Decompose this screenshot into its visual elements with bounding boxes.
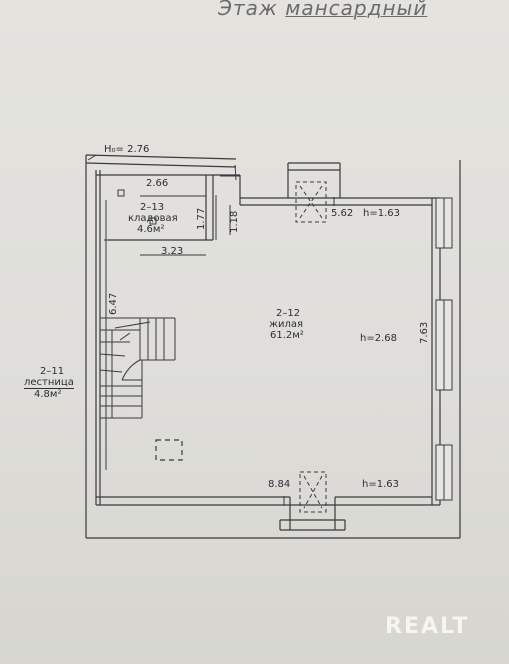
dim-884: 8.84 — [268, 479, 291, 490]
room-stairs-name: лестница — [24, 377, 74, 389]
outer-walls — [85, 154, 461, 539]
storage-marks — [117, 189, 157, 225]
dim-118: 1.18 — [229, 210, 240, 233]
dimension-lines — [87, 154, 240, 470]
height-main: h=2.68 — [360, 333, 397, 344]
staircase — [99, 317, 176, 419]
dim-177: 1.77 — [196, 207, 207, 230]
dim-266: 2.66 — [146, 178, 169, 189]
dim-763: 7.63 — [419, 321, 430, 344]
minor-ticks — [104, 197, 335, 506]
dormer-markers — [295, 181, 327, 513]
floor-title-main: мансардный — [285, 0, 428, 20]
floor-title-prefix: Этаж — [218, 0, 278, 20]
dim-562: 5.62 — [331, 208, 354, 219]
room-storage-number: 2–13 — [140, 202, 165, 213]
room-living-area: 61.2м² — [270, 330, 304, 341]
realt-watermark-logo: REALT — [385, 614, 470, 639]
dim-647: 6.47 — [108, 292, 119, 315]
room-living-name: жилая — [269, 319, 304, 330]
room-storage-name: кладовая — [128, 213, 178, 224]
height-top: h=1.63 — [363, 208, 400, 219]
right-windows — [435, 197, 453, 501]
height-bottom: h=1.63 — [362, 479, 399, 490]
room-stairs-area: 4.8м² — [34, 389, 62, 400]
floor-title: Этаж мансардный — [218, 0, 427, 20]
dim-ho: H₀= 2.76 — [104, 144, 150, 155]
room-living-number: 2–12 — [276, 308, 301, 319]
room-stairs-number: 2–11 — [40, 366, 65, 377]
room-storage-area: 4.6м² — [137, 224, 165, 235]
floor-hatch-marker — [155, 439, 183, 461]
dim-323: 3.23 — [161, 246, 184, 257]
